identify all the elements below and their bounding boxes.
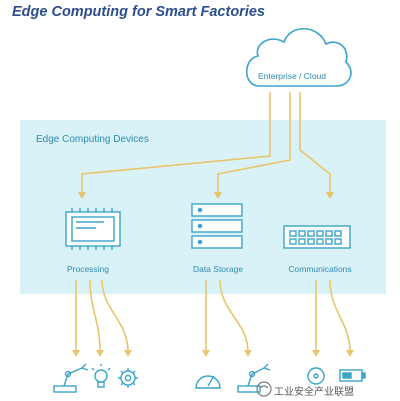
arrow-cloud-storage [217,92,291,195]
arrowheads-top [78,192,334,199]
robotic-arm-icon [237,363,271,393]
cloud-label: Enterprise / Cloud [257,71,327,81]
arrowheads-bottom [72,350,354,357]
processor-chip-icon [65,208,121,250]
device-label-data-storage: Data Storage [192,264,244,274]
device-label-communications: Communications [288,264,352,274]
diagram-title: Edge Computing for Smart Factories [12,4,265,20]
light-bulb-icon [91,364,111,388]
arrow-cloud-comms [299,92,331,195]
gauge-icon [195,375,221,389]
edge-devices-panel-label: Edge Computing Devices [36,134,149,145]
network-switch-icon [283,225,351,249]
battery-icon [339,369,366,382]
device-to-endpoint-arrows [75,279,351,353]
cloud-to-device-arrows [81,92,331,195]
watermark-text: 工业安全产业联盟 [274,387,354,398]
arrow-cloud-processing [81,92,271,195]
sensor-dial-icon [307,367,325,385]
robotic-arm-icon [53,363,89,393]
gear-icon [118,368,138,388]
watermark-logo [256,381,272,397]
cloud-icon [245,28,352,87]
server-rack-icon [191,203,243,249]
device-label-processing: Processing [66,264,110,274]
